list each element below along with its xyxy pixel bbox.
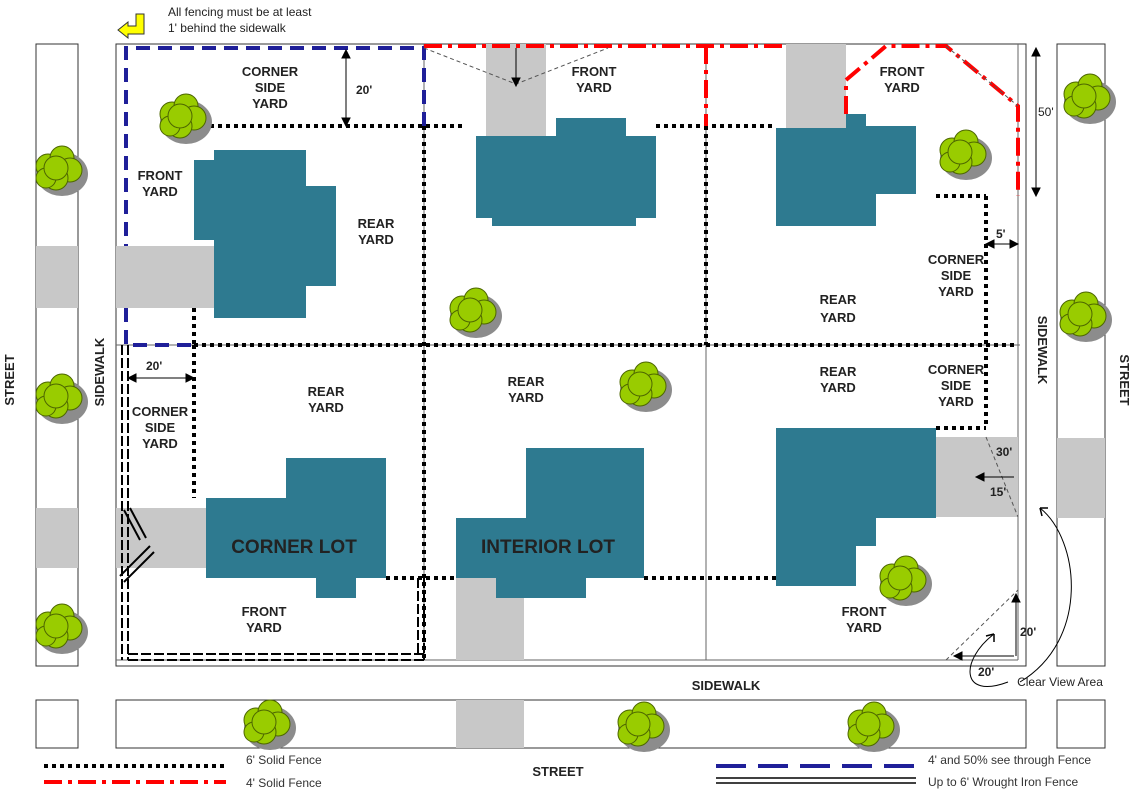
- svg-text:YARD: YARD: [820, 310, 856, 325]
- legend: 6' Solid Fence 4' Solid Fence 4' and 50%…: [44, 753, 1091, 790]
- corner-side-yard-label: CORNER: [928, 362, 985, 377]
- front-yard-label: FRONT: [880, 64, 925, 79]
- note-line1: All fencing must be at least: [168, 5, 312, 19]
- right-driveway-apron: [1057, 438, 1105, 518]
- yard-labels: CORNER SIDE YARD FRONT YARD REAR YARD FR…: [132, 64, 985, 635]
- note-line2: 1' behind the sidewalk: [168, 21, 287, 35]
- rear-yard-label: REAR: [358, 216, 395, 231]
- dimension-arrows: [126, 46, 1041, 661]
- legend-6ft-solid: 6' Solid Fence: [246, 753, 322, 767]
- street-bottom-label: STREET: [532, 764, 583, 779]
- left-driveway-apron-1: [36, 246, 78, 308]
- svg-text:YARD: YARD: [938, 394, 974, 409]
- dim-20-left: 20': [146, 359, 162, 373]
- clear-view-area-label: Clear View Area: [1017, 675, 1103, 689]
- svg-text:YARD: YARD: [142, 436, 178, 451]
- front-yard-label: FRONT: [138, 168, 183, 183]
- svg-text:YARD: YARD: [820, 380, 856, 395]
- fence-wrought-iron: [119, 345, 425, 661]
- sidewalk-right-label: SIDEWALK: [1035, 316, 1050, 385]
- dim-5: 5': [996, 227, 1006, 241]
- corner-side-yard-label: CORNER: [928, 252, 985, 267]
- dimension-labels: 20' 50' 5' 20' 30' 15' 20' 20': [146, 83, 1054, 679]
- fence-4ft-solid: [424, 44, 1020, 196]
- svg-text:YARD: YARD: [846, 620, 882, 635]
- svg-text:SIDE: SIDE: [941, 378, 972, 393]
- front-yard-label: FRONT: [242, 604, 287, 619]
- street-left-label: STREET: [2, 354, 17, 405]
- interior-lot-label: INTERIOR LOT: [481, 537, 615, 558]
- dim-15: 15': [990, 485, 1006, 499]
- rear-yard-label: REAR: [508, 374, 545, 389]
- rear-yard-label: REAR: [820, 364, 857, 379]
- left-driveway-apron-2: [36, 508, 78, 568]
- clear-view-arrow: [969, 507, 1072, 687]
- left-corner-block: [35, 699, 79, 749]
- dim-20-top: 20': [356, 83, 372, 97]
- right-corner-block: [1056, 699, 1106, 749]
- legend-4ft-solid: 4' Solid Fence: [246, 776, 322, 790]
- legend-wrought-iron: Up to 6' Wrought Iron Fence: [928, 775, 1078, 789]
- fence-6ft-solid: [192, 124, 1018, 660]
- svg-text:SIDE: SIDE: [941, 268, 972, 283]
- svg-text:YARD: YARD: [938, 284, 974, 299]
- svg-text:YARD: YARD: [508, 390, 544, 405]
- svg-text:YARD: YARD: [142, 184, 178, 199]
- svg-text:YARD: YARD: [884, 80, 920, 95]
- dim-20-bottom-h: 20': [978, 665, 994, 679]
- corner-side-yard-label: CORNER: [132, 404, 189, 419]
- svg-text:YARD: YARD: [308, 400, 344, 415]
- legend-seethrough: 4' and 50% see through Fence: [928, 753, 1091, 767]
- svg-text:YARD: YARD: [252, 96, 288, 111]
- svg-text:SIDE: SIDE: [145, 420, 176, 435]
- sidewalk-left-label: SIDEWALK: [92, 337, 107, 406]
- corner-lot-label: CORNER LOT: [231, 537, 357, 558]
- corner-side-yard-label: CORNER: [242, 64, 299, 79]
- dim-50: 50': [1038, 105, 1054, 119]
- dim-20-bottom-v: 20': [1020, 625, 1036, 639]
- driveway-top-left: [116, 246, 214, 308]
- houses: [194, 114, 936, 598]
- rear-yard-label: REAR: [820, 292, 857, 307]
- rear-yard-label: REAR: [308, 384, 345, 399]
- bottom-driveway-apron: [456, 700, 524, 748]
- svg-text:SIDE: SIDE: [255, 80, 286, 95]
- svg-text:YARD: YARD: [358, 232, 394, 247]
- driveway-bottom-left: [116, 508, 208, 568]
- svg-text:YARD: YARD: [246, 620, 282, 635]
- street-right-label: STREET: [1117, 354, 1132, 405]
- front-yard-label: FRONT: [572, 64, 617, 79]
- left-parkway: [35, 43, 79, 667]
- sidewalk-bottom-label: SIDEWALK: [692, 678, 761, 693]
- svg-text:YARD: YARD: [576, 80, 612, 95]
- fence-4ft-seethrough: [124, 46, 426, 347]
- dim-30: 30': [996, 445, 1012, 459]
- driveway-top-right: [786, 44, 846, 128]
- right-parkway: [1056, 43, 1106, 667]
- note-arrow-icon: [117, 13, 145, 40]
- front-yard-label: FRONT: [842, 604, 887, 619]
